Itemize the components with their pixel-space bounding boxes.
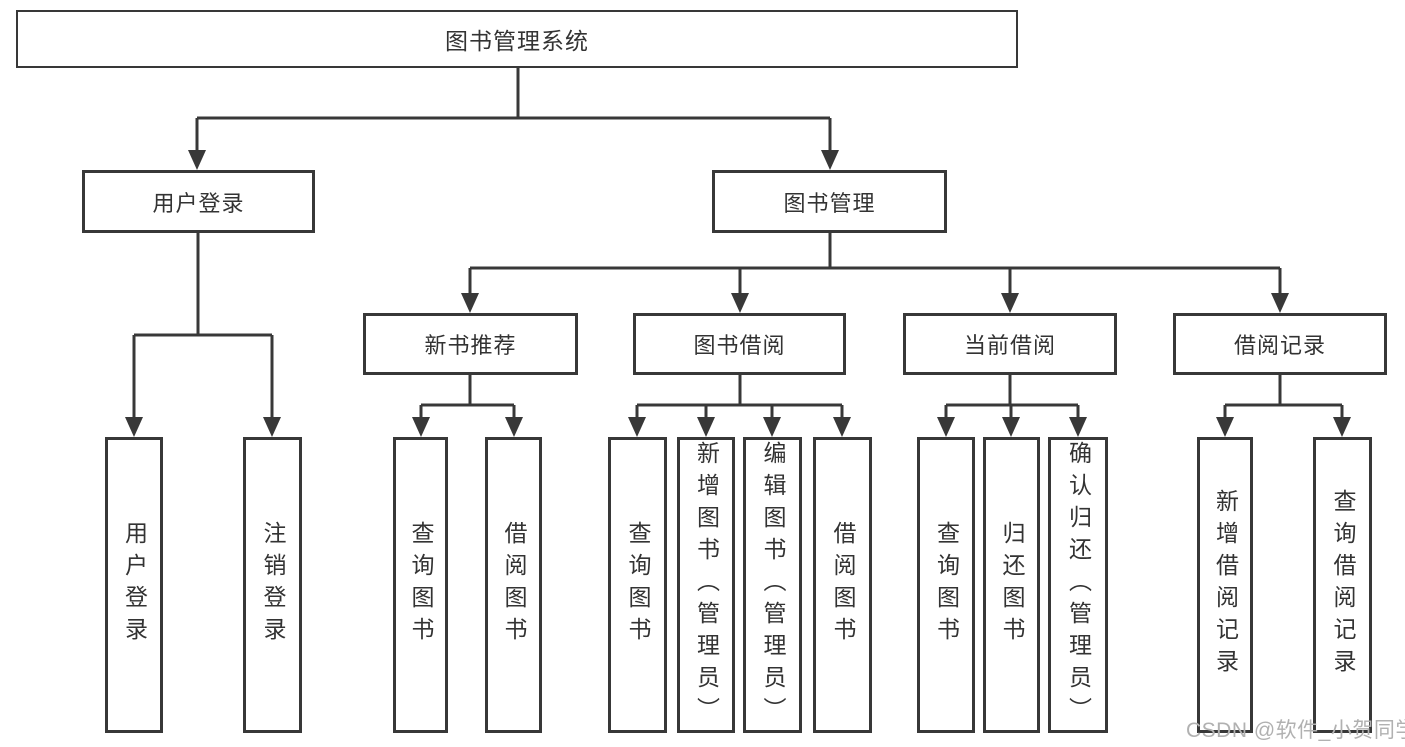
leaf-label: 注销登录 xyxy=(260,521,286,649)
leaf-label: 查询图书 xyxy=(933,521,960,649)
node-current-borrow: 当前借阅 xyxy=(903,313,1117,375)
node-root: 图书管理系统 xyxy=(16,10,1018,68)
leaf-current-confirm-return-admin: 确认归还（管理员） xyxy=(1048,437,1108,733)
leaf-label: 查询图书 xyxy=(625,521,651,649)
leaf-current-query-books: 查询图书 xyxy=(917,437,975,733)
leaf-label: 查询图书 xyxy=(408,521,434,649)
node-book-borrow: 图书借阅 xyxy=(633,313,846,375)
leaf-label: 查询借阅记录 xyxy=(1330,489,1356,681)
node-user-login: 用户登录 xyxy=(82,170,315,233)
leaf-current-return-books: 归还图书 xyxy=(983,437,1040,733)
leaf-records-query-record: 查询借阅记录 xyxy=(1313,437,1372,733)
leaf-label: 归还图书 xyxy=(999,521,1025,649)
arrowhead-icons xyxy=(125,150,1351,437)
watermark: CSDN @软件_小贺同学 xyxy=(1186,719,1405,742)
leaf-newrec-borrow-books: 借阅图书 xyxy=(485,437,542,733)
leaf-user-login: 用户登录 xyxy=(105,437,163,733)
leaf-borrow-borrow-books: 借阅图书 xyxy=(813,437,872,733)
leaf-borrow-edit-books-admin: 编辑图书（管理员） xyxy=(743,437,802,733)
leaf-records-add-record: 新增借阅记录 xyxy=(1197,437,1253,733)
leaf-label: 确认归还（管理员） xyxy=(1065,441,1092,729)
node-borrow-records: 借阅记录 xyxy=(1173,313,1387,375)
leaf-label: 新增借阅记录 xyxy=(1212,489,1239,681)
leaf-newrec-query-books: 查询图书 xyxy=(393,437,448,733)
node-book-management: 图书管理 xyxy=(712,170,947,233)
node-new-book-recommend: 新书推荐 xyxy=(363,313,578,375)
leaf-borrow-query-books: 查询图书 xyxy=(608,437,667,733)
leaf-label: 编辑图书（管理员） xyxy=(760,441,786,729)
leaf-label: 借阅图书 xyxy=(830,521,856,649)
leaf-label: 借阅图书 xyxy=(501,521,527,649)
leaf-logout: 注销登录 xyxy=(243,437,302,733)
leaf-borrow-add-books-admin: 新增图书（管理员） xyxy=(677,437,735,733)
leaf-label: 新增图书（管理员） xyxy=(693,441,720,729)
leaf-label: 用户登录 xyxy=(121,521,148,649)
